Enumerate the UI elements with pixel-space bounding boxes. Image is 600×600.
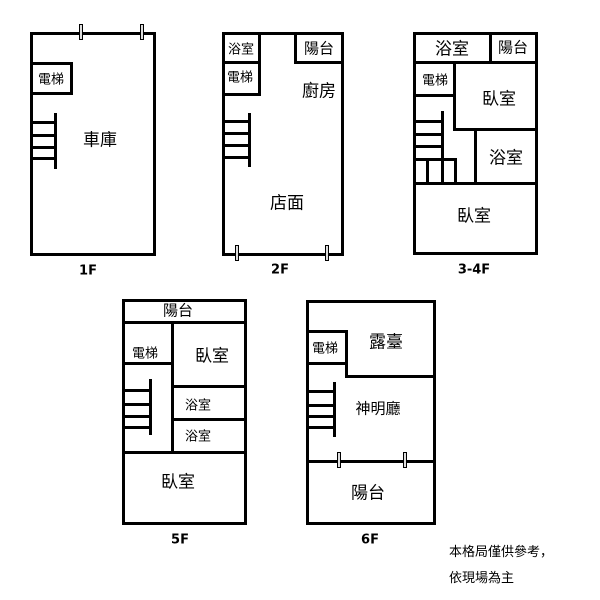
door-marker: [140, 24, 144, 40]
room-label-bedroom-upper: 臥室: [482, 89, 516, 110]
door-marker: [235, 245, 239, 261]
room-label-shop: 店面: [270, 193, 304, 214]
floor-label: 1F: [79, 263, 97, 279]
room-label-balcony: 陽台: [351, 483, 385, 504]
door-marker: [79, 24, 83, 40]
room-label-balcony: 陽台: [162, 301, 194, 320]
room-label-elevator: 電梯: [226, 70, 254, 86]
floor-label: 3-4F: [457, 262, 491, 278]
room-label-bedroom-lower: 臥室: [161, 472, 195, 493]
room-label-shrine-hall: 神明廳: [355, 399, 401, 418]
room-label-balcony: 陽台: [497, 38, 529, 57]
room-label-kitchen: 廚房: [302, 81, 336, 102]
floor-label: 2F: [271, 262, 289, 278]
room-label-bathroom: 浴室: [227, 42, 255, 58]
room-label-bathroom-mid: 浴室: [489, 148, 523, 169]
room-label-elevator: 電梯: [311, 341, 339, 357]
door-marker: [325, 245, 329, 261]
room-label-elevator: 電梯: [131, 346, 159, 362]
door-marker: [337, 452, 341, 468]
disclaimer-line-1: 本格局僅供參考，: [449, 545, 554, 560]
room-label-bathroom-1: 浴室: [184, 398, 212, 414]
room-label-garage: 車庫: [83, 130, 117, 151]
outer-wall: [306, 300, 436, 525]
room-label-terrace: 露臺: [369, 332, 403, 353]
disclaimer-line-2: 依現場為主: [449, 571, 515, 586]
floor-label: 6F: [361, 532, 379, 548]
outer-wall: [30, 32, 156, 256]
balcony-room: [294, 32, 344, 64]
room-label-bathroom-2: 浴室: [184, 429, 212, 445]
elevator-room: [30, 62, 73, 95]
room-label-bedroom-upper: 臥室: [195, 346, 229, 367]
room-label-elevator: 電梯: [421, 73, 449, 89]
outer-wall: [122, 299, 247, 525]
room-label-bathroom-top: 浴室: [435, 39, 469, 60]
room-label-elevator: 電梯: [37, 72, 65, 88]
elevator-room: [222, 61, 261, 96]
room-label-bedroom-lower: 臥室: [457, 206, 491, 227]
floor-label: 5F: [171, 532, 189, 548]
door-marker: [403, 452, 407, 468]
room-label-balcony: 陽台: [303, 39, 335, 58]
